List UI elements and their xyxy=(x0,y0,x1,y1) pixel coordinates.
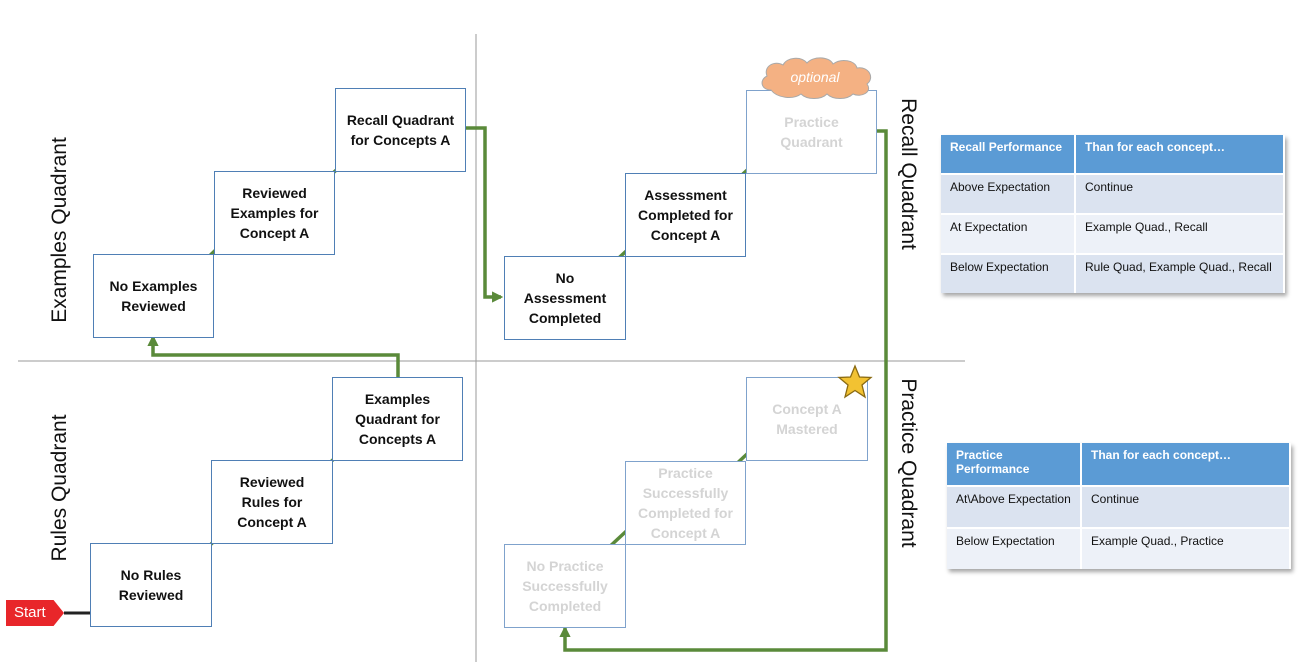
table-cell: Example Quad., Recall xyxy=(1076,213,1285,253)
table-cell: At\Above Expectation xyxy=(947,485,1082,527)
step-label: Reviewed Rules for Concept A xyxy=(237,474,307,530)
arrow-recall-to-practice xyxy=(559,129,888,652)
table-header: Than for each concept… xyxy=(1076,135,1285,173)
examples-quadrant-label: Examples Quadrant xyxy=(48,137,71,323)
table-row: Below Expectation Rule Quad, Example Qua… xyxy=(941,253,1285,293)
star-icon xyxy=(837,364,873,399)
table-header: Recall Performance xyxy=(941,135,1076,173)
table-row: At Expectation Example Quad., Recall xyxy=(941,213,1285,253)
step-reviewed-rules: Reviewed Rules for Concept A xyxy=(211,460,333,544)
step-label: Practice Successfully Completed for Conc… xyxy=(638,465,733,541)
table-cell: Continue xyxy=(1076,173,1285,213)
arrow-rules-to-examples xyxy=(147,334,400,378)
optional-label: optional xyxy=(790,69,840,85)
recall-performance-table: Recall Performance Than for each concept… xyxy=(941,135,1285,293)
step-label: No Assessment Completed xyxy=(523,270,607,326)
step-label: Examples Quadrant for Concepts A xyxy=(355,391,440,447)
table-cell: Below Expectation xyxy=(947,527,1082,569)
step-label: Recall Quadrant for Concepts A xyxy=(346,112,455,148)
step-label: No Rules Reviewed xyxy=(118,567,184,603)
step-practice-success: Practice Successfully Completed for Conc… xyxy=(625,461,746,545)
practice-quadrant-label: Practice Quadrant xyxy=(897,378,920,548)
table-header-row: Practice Performance Than for each conce… xyxy=(947,443,1291,485)
step-recall-quadrant: Recall Quadrant for Concepts A xyxy=(335,88,466,172)
table-cell: Rule Quad, Example Quad., Recall xyxy=(1076,253,1285,293)
step-label: No Practice Successfully Completed xyxy=(522,558,608,614)
step-label: No Examples Reviewed xyxy=(109,278,198,314)
step-assessment-completed: Assessment Completed for Concept A xyxy=(625,173,746,257)
recall-quadrant-label: Recall Quadrant xyxy=(897,98,920,250)
table-row: Below Expectation Example Quad., Practic… xyxy=(947,527,1291,569)
step-label: Concept A Mastered xyxy=(772,401,842,437)
cloud-shape xyxy=(761,57,872,99)
step-no-practice: No Practice Successfully Completed xyxy=(504,544,626,628)
step-no-rules: No Rules Reviewed xyxy=(90,543,212,627)
table-header: Practice Performance xyxy=(947,443,1082,485)
step-label: Practice Quadrant xyxy=(780,114,843,150)
rules-quadrant-label: Rules Quadrant xyxy=(48,414,71,562)
table-cell: Example Quad., Practice xyxy=(1082,527,1291,569)
step-label: Reviewed Examples for Concept A xyxy=(230,185,319,241)
practice-performance-table: Practice Performance Than for each conce… xyxy=(947,443,1291,569)
table-row: At\Above Expectation Continue xyxy=(947,485,1291,527)
step-no-examples: No Examples Reviewed xyxy=(93,254,214,338)
step-examples-quadrant: Examples Quadrant for Concepts A xyxy=(332,377,463,461)
step-label: Assessment Completed for Concept A xyxy=(638,187,733,243)
table-cell: Above Expectation xyxy=(941,173,1076,213)
table-cell: Continue xyxy=(1082,485,1291,527)
step-reviewed-examples: Reviewed Examples for Concept A xyxy=(214,171,335,255)
table-header-row: Recall Performance Than for each concept… xyxy=(941,135,1285,173)
step-no-assessment: No Assessment Completed xyxy=(504,256,626,340)
start-marker: Start xyxy=(6,600,64,626)
table-row: Above Expectation Continue xyxy=(941,173,1285,213)
table-header: Than for each concept… xyxy=(1082,443,1291,485)
arrow-examples-to-recall xyxy=(466,126,504,303)
table-cell: At Expectation xyxy=(941,213,1076,253)
step-practice-quadrant: Practice Quadrant xyxy=(746,90,877,174)
table-cell: Below Expectation xyxy=(941,253,1076,293)
